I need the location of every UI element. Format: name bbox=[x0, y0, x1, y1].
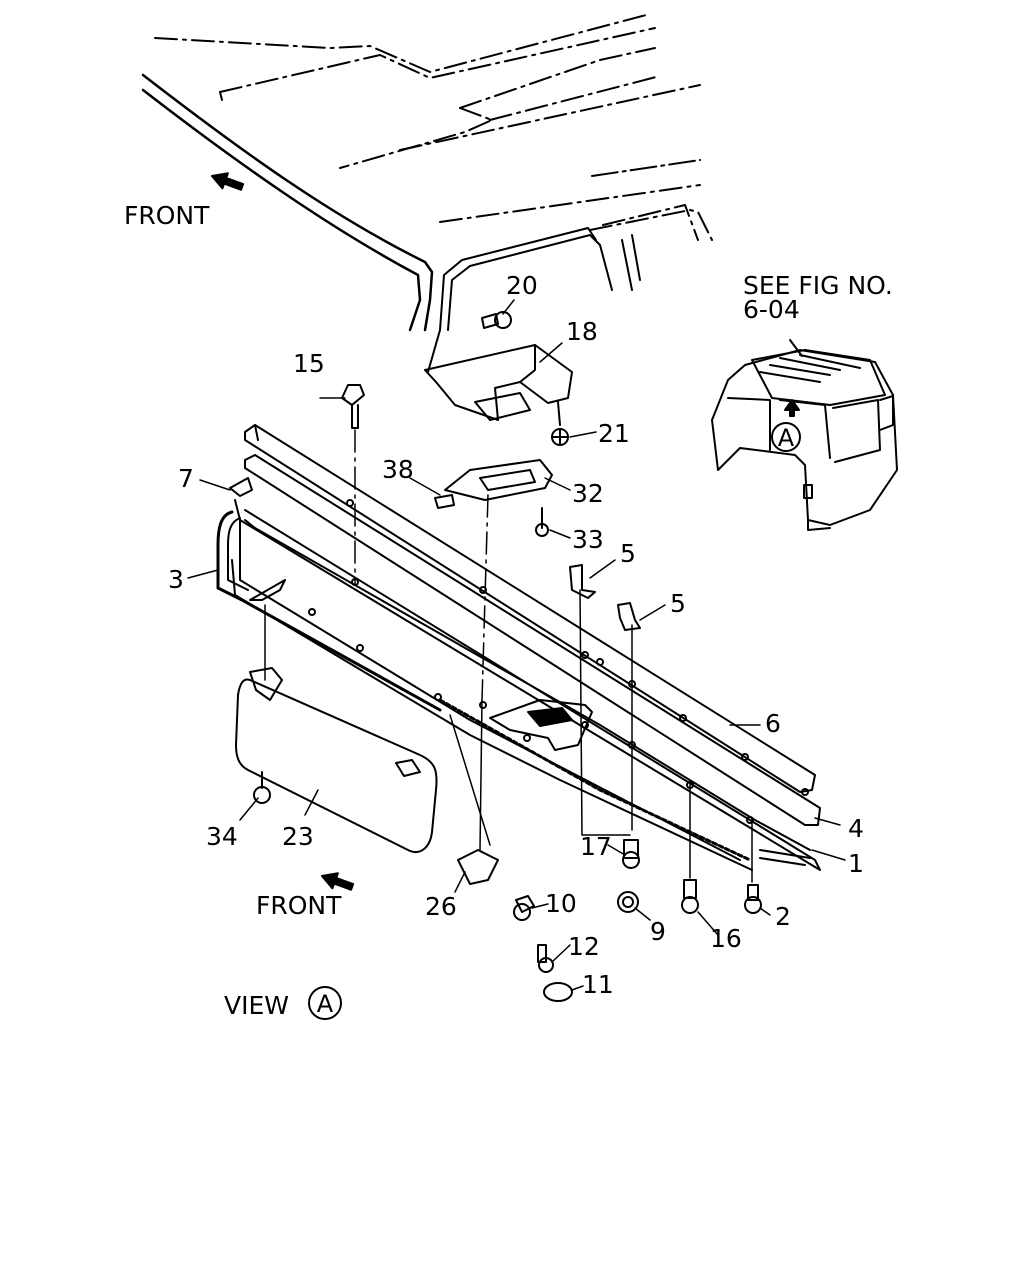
callout-15: 15 bbox=[293, 349, 325, 378]
circle-a-letter: A bbox=[778, 424, 795, 452]
screw-15 bbox=[341, 384, 365, 429]
callout-23: 23 bbox=[282, 822, 314, 851]
front-label-bottom: FRONT bbox=[256, 891, 342, 920]
bolt-20 bbox=[481, 311, 512, 329]
bolt-21 bbox=[551, 428, 569, 446]
callout-20: 20 bbox=[506, 271, 538, 300]
nut-9 bbox=[617, 891, 639, 913]
sun-visor-23 bbox=[235, 667, 438, 853]
leader-lines bbox=[187, 299, 846, 991]
callout-34: 34 bbox=[206, 822, 238, 851]
clip-38 bbox=[434, 494, 455, 509]
callout-5b: 5 bbox=[670, 589, 686, 618]
callout-10: 10 bbox=[545, 889, 577, 918]
callout-3: 3 bbox=[168, 565, 184, 594]
cab-roof-outline bbox=[141, 13, 713, 332]
callout-12: 12 bbox=[568, 932, 600, 961]
callout-21: 21 bbox=[598, 419, 630, 448]
weatherstrip-3 bbox=[216, 510, 442, 712]
view-marker: A bbox=[317, 990, 334, 1018]
callout-32: 32 bbox=[572, 479, 604, 508]
callout-9: 9 bbox=[650, 917, 666, 946]
callout-7: 7 bbox=[178, 464, 194, 493]
front-label-top: FRONT bbox=[124, 201, 210, 230]
screw-33 bbox=[535, 507, 549, 537]
callout-6: 6 bbox=[765, 709, 781, 738]
clip-7 bbox=[229, 477, 253, 497]
screw-17 bbox=[622, 839, 640, 869]
screw-10 bbox=[513, 895, 535, 921]
front-arrow-icon bbox=[211, 172, 245, 191]
screw-34 bbox=[253, 771, 271, 804]
view-label: VIEW bbox=[224, 991, 289, 1020]
holder-26 bbox=[457, 849, 499, 885]
screw-16 bbox=[681, 879, 699, 914]
bracket-32 bbox=[444, 459, 553, 501]
callout-5a: 5 bbox=[620, 539, 636, 568]
screw-2 bbox=[744, 884, 762, 914]
bracket-18 bbox=[424, 329, 573, 426]
callout-11: 11 bbox=[582, 970, 614, 999]
clip-5b bbox=[617, 602, 641, 631]
screw-12 bbox=[537, 944, 554, 973]
front-arrow-icon bbox=[321, 872, 355, 891]
center-lines bbox=[264, 429, 753, 883]
see-fig-line1: SEE FIG NO. bbox=[743, 271, 893, 300]
callout-2: 2 bbox=[775, 902, 791, 931]
callout-4: 4 bbox=[848, 814, 864, 843]
callout-33: 33 bbox=[572, 525, 604, 554]
clip-5a bbox=[569, 564, 596, 599]
cab-reference-figure bbox=[711, 339, 898, 531]
circle-a-icon: A bbox=[308, 986, 342, 1020]
circle-a-icon: A bbox=[771, 422, 801, 452]
callout-26: 26 bbox=[425, 892, 457, 921]
callout-18: 18 bbox=[566, 317, 598, 346]
callout-38: 38 bbox=[382, 455, 414, 484]
callout-16: 16 bbox=[710, 924, 742, 953]
see-fig-line2: 6-04 bbox=[743, 295, 800, 324]
callout-1: 1 bbox=[848, 849, 864, 878]
callout-labels: 20 18 21 15 7 38 32 33 3 5 5 6 4 1 2 16 … bbox=[168, 271, 864, 999]
callout-17: 17 bbox=[580, 832, 612, 861]
up-arrow-icon bbox=[784, 399, 800, 417]
cap-11 bbox=[543, 982, 573, 1002]
